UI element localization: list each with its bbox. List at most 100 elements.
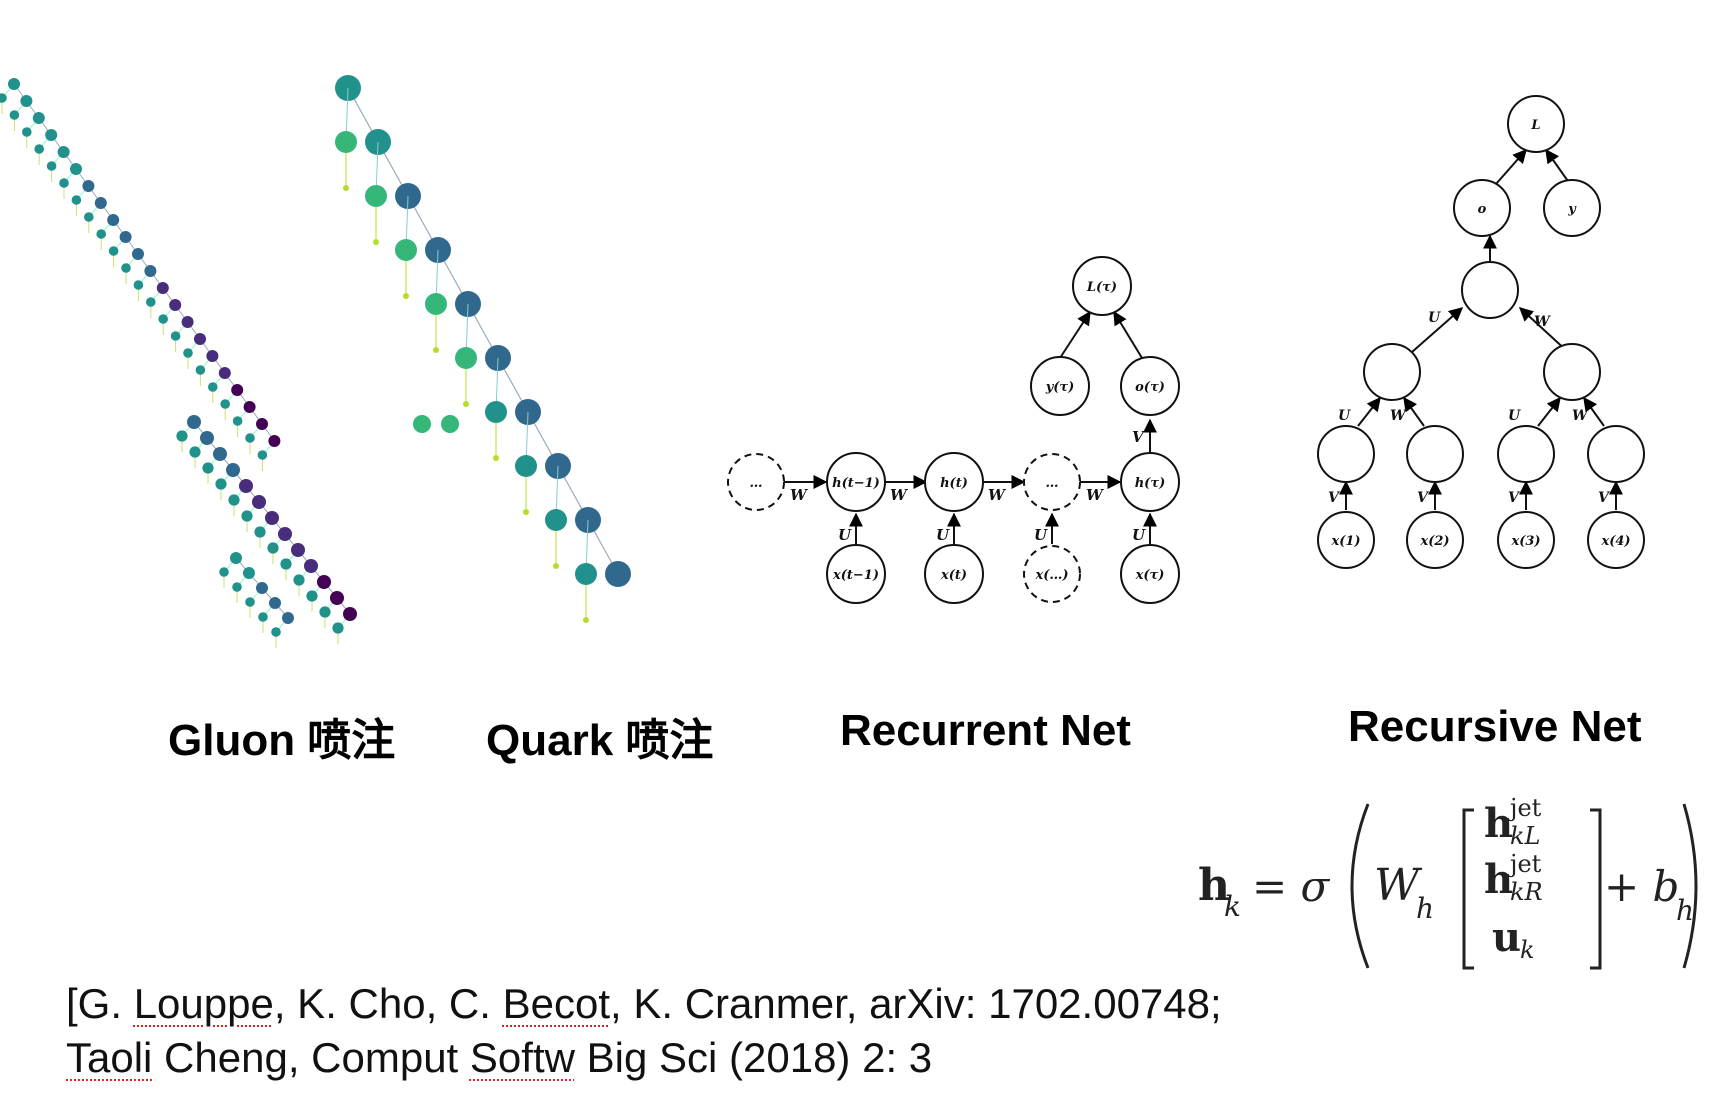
reference-author: Becot	[502, 980, 610, 1027]
gluon-leaf-node	[59, 178, 69, 188]
formula-vector-brackets	[1462, 808, 1602, 970]
formula-row2-sup: jet	[1510, 850, 1542, 878]
formula-row3: u	[1492, 914, 1522, 961]
gluon-node	[82, 180, 95, 192]
recnn-input-label: x(3)	[1510, 534, 1540, 549]
gluon-node	[144, 265, 157, 277]
reference-text: , K. Cranmer, arXiv: 1702.00748;	[610, 980, 1222, 1027]
quark-leaf-node	[335, 131, 357, 153]
gluon-node	[218, 367, 231, 379]
gluon-leaf-node	[133, 280, 144, 290]
rnn-input-t-label: x(t)	[940, 568, 967, 583]
recnn-input-node	[1317, 511, 1375, 569]
gluon-leaf-node	[121, 263, 131, 273]
recursive-net-caption: Recursive Net	[1348, 702, 1642, 751]
gluon-leaf-node	[34, 144, 44, 154]
recnn-output-label: o	[1478, 202, 1487, 217]
gluon-node	[57, 146, 70, 158]
rnn-hidden-tau-label: h(τ)	[1135, 476, 1166, 491]
rnn-weight-w-label: W	[890, 486, 909, 504]
gluon-leaf-node	[280, 558, 292, 570]
recursive-update-formula: h k = σ W h h jet kL h jet kR u k + b h	[1190, 794, 1710, 980]
recnn-weight-u-label: U	[1508, 408, 1521, 424]
gluon-node	[70, 163, 82, 175]
rnn-output-label: o(τ)	[1135, 380, 1165, 395]
gluon-leaf-node	[220, 399, 230, 409]
gluon-node	[187, 415, 201, 429]
quark-leaf-node	[413, 415, 431, 433]
gluon-leaf-node	[271, 627, 281, 637]
gluon-leaf-node	[176, 430, 188, 442]
recnn-weight-v-label: V	[1417, 490, 1430, 506]
recnn-input-label: x(2)	[1419, 534, 1449, 549]
recnn-target-label: y	[1567, 202, 1577, 217]
gluon-node	[278, 527, 292, 541]
gluon-leaf-node	[215, 478, 227, 490]
quark-leaf-node	[545, 509, 567, 531]
reference-line-1: [G. Louppe, K. Cho, C. Becot, K. Cranmer…	[66, 980, 1222, 1028]
gluon-leaf-node	[0, 93, 7, 103]
quark-leaf-node	[485, 401, 507, 423]
rnn-input-prev-node	[826, 544, 886, 604]
gluon-node	[330, 591, 344, 605]
recnn-weight-w-label: W	[1572, 408, 1589, 424]
quark-leaf-node	[395, 239, 417, 261]
gluon-node	[213, 447, 227, 461]
reference-line-2: Taoli Cheng, Comput Softw Big Sci (2018)…	[66, 1034, 932, 1082]
recnn-weight-u-label: U	[1338, 408, 1351, 424]
gluon-node	[107, 214, 120, 226]
formula-row2: h	[1484, 856, 1514, 903]
gluon-leaf-node	[332, 622, 344, 634]
rnn-input-prev-label: x(t−1)	[832, 568, 879, 583]
rnn-hidden-ellipsis-node	[727, 453, 785, 511]
quark-leaf-tip	[343, 185, 349, 191]
rnn-weight-w-label: W	[1086, 486, 1105, 504]
rnn-input-tau-label: x(τ)	[1135, 568, 1165, 583]
gluon-leaf-node	[170, 331, 181, 341]
rnn-hidden-prev-label: h(t−1)	[832, 476, 880, 491]
reference-text: Cheng, Comput	[152, 1034, 470, 1081]
gluon-node	[32, 112, 45, 124]
reference-word: Softw	[469, 1034, 575, 1081]
gluon-node	[252, 495, 266, 509]
gluon-leaf-node	[189, 446, 201, 458]
quark-leaf-tip	[583, 617, 589, 623]
gluon-jet-caption: Gluon 喷注	[168, 716, 396, 765]
recnn-output-node	[1453, 179, 1511, 237]
recurrent-net-caption: Recurrent Net	[840, 706, 1131, 755]
recnn-root-node	[1461, 261, 1519, 319]
formula-weight-sub: h	[1416, 892, 1435, 925]
gluon-node	[206, 350, 219, 362]
quark-jet-tree	[335, 75, 631, 623]
gluon-node	[268, 435, 281, 447]
gluon-leaf-node	[241, 510, 253, 522]
gluon-leaf-node	[228, 494, 240, 506]
quark-leaf-tip	[553, 563, 559, 569]
formula-row1-sup: jet	[1510, 794, 1542, 822]
gluon-node	[156, 282, 169, 294]
recnn-leaf-node	[1406, 425, 1464, 483]
quark-leaf-tip	[493, 455, 499, 461]
gluon-node	[282, 612, 294, 624]
formula-row1: h	[1484, 800, 1514, 847]
rnn-input-dots-label: x(…)	[1034, 568, 1068, 583]
recnn-weight-v-label: V	[1598, 490, 1611, 506]
rnn-weight-u-label: U	[936, 526, 950, 544]
rnn-output-node	[1120, 356, 1180, 416]
gluon-leaf-node	[9, 110, 20, 120]
quark-leaf-node	[455, 347, 477, 369]
quark-leaf-tip	[463, 401, 469, 407]
recnn-loss-label: L	[1530, 118, 1540, 133]
rnn-hidden-tau-node	[1120, 452, 1180, 512]
gluon-node	[291, 543, 305, 557]
gluon-node	[94, 197, 107, 209]
rnn-dots-label: …	[1046, 476, 1059, 491]
gluon-leaf-node	[232, 416, 243, 426]
quark-leaf-tip	[523, 509, 529, 515]
rnn-weight-w-label: W	[790, 486, 809, 504]
gluon-leaf-node	[258, 612, 268, 622]
gluon-node	[230, 552, 242, 564]
formula-row1-sub: kL	[1510, 822, 1541, 850]
gluon-leaf-node	[208, 382, 218, 392]
